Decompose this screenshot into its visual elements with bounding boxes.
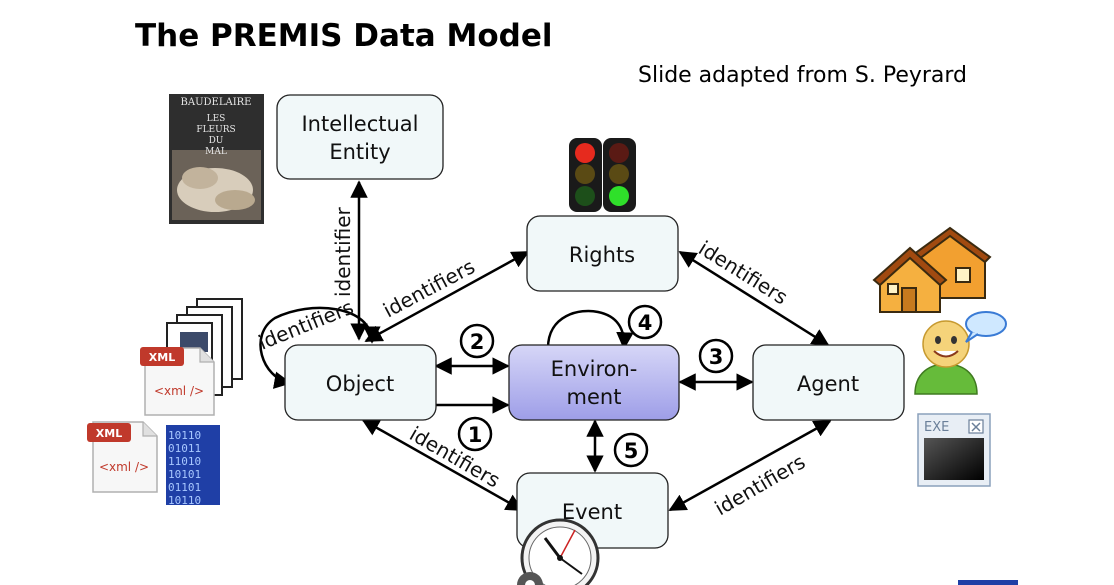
binary-line-3: 11010: [168, 455, 201, 468]
exe-window-icon: EXE: [917, 413, 991, 487]
environment-label-line1: Environ-: [551, 357, 638, 381]
arrow-environment-self-loop: [546, 309, 634, 350]
arrow-rights-agent: [678, 250, 830, 347]
user-avatar-icon: [914, 320, 978, 395]
label-object-intellectual: identifier: [331, 206, 355, 297]
event-label: Event: [562, 500, 622, 524]
marker-3: 3: [698, 338, 734, 374]
book-title-line2: LES: [207, 114, 226, 124]
slide-title: The PREMIS Data Model: [135, 18, 553, 54]
book-title-line5: MAL: [205, 147, 227, 157]
label-rights-agent: identifiers: [694, 236, 792, 309]
marker-2: 2: [459, 323, 495, 359]
clock-icon: [520, 518, 600, 585]
binary-data-image: 10110 01011 11010 10101 01101 10110: [166, 425, 220, 507]
marker-4: 4: [627, 304, 663, 340]
marker-2-label: 2: [470, 330, 485, 354]
arrow-object-event: [361, 418, 524, 512]
intellectual-entity-label-line2: Entity: [329, 140, 390, 164]
intellectual-entity-label-line1: Intellectual: [301, 112, 418, 136]
exe-label: EXE: [924, 420, 949, 435]
binary-line-2: 01011: [168, 442, 201, 455]
rights-box: Rights: [526, 215, 679, 292]
xml-file-icon: XML <xml />: [140, 347, 215, 416]
binary-line-6: 10110: [168, 494, 201, 507]
connectors: [259, 180, 832, 512]
house-icon: [872, 226, 992, 313]
xml-badge-2: XML: [96, 427, 122, 440]
intellectual-entity-box: Intellectual Entity: [276, 94, 444, 180]
object-box: Object: [284, 344, 437, 421]
gear-icon: [517, 572, 543, 585]
arrow-object-rights: [364, 250, 530, 343]
rights-label: Rights: [569, 243, 635, 267]
book-title-author: BAUDELAIRE: [181, 97, 252, 108]
agent-box: Agent: [752, 344, 905, 421]
marker-1-label: 1: [468, 423, 483, 447]
marker-1: 1: [457, 416, 493, 452]
book-title-line4: DU: [209, 136, 224, 146]
binary-line-4: 10101: [168, 468, 201, 481]
speech-bubble-icon: [965, 311, 1007, 343]
marker-3-label: 3: [709, 345, 724, 369]
book-title-line3: FLEURS: [196, 125, 235, 135]
binary-line-1: 10110: [168, 429, 201, 442]
traffic-light-icon: [569, 138, 636, 212]
xml-file-icon-2: XML <xml />: [87, 421, 158, 493]
environment-box: Environ- ment: [508, 344, 680, 421]
marker-5-label: 5: [624, 439, 639, 463]
marker-4-label: 4: [638, 311, 653, 335]
arrow-object-self-loop: [259, 306, 381, 389]
binary-line-5: 01101: [168, 481, 201, 494]
corner-logo-fragment: [958, 580, 1018, 585]
marker-5: 5: [613, 432, 649, 468]
agent-label: Agent: [797, 372, 859, 396]
book-cover-image: BAUDELAIRE LES FLEURS DU MAL: [169, 94, 264, 224]
object-label: Object: [326, 372, 394, 396]
environment-label-line2: ment: [567, 385, 622, 409]
xml-tag: <xml />: [154, 384, 204, 398]
xml-badge: XML: [149, 351, 175, 364]
slide-credit: Slide adapted from S. Peyrard: [638, 63, 968, 88]
xml-tag-2: <xml />: [99, 460, 149, 474]
arrow-event-agent: [668, 419, 832, 512]
